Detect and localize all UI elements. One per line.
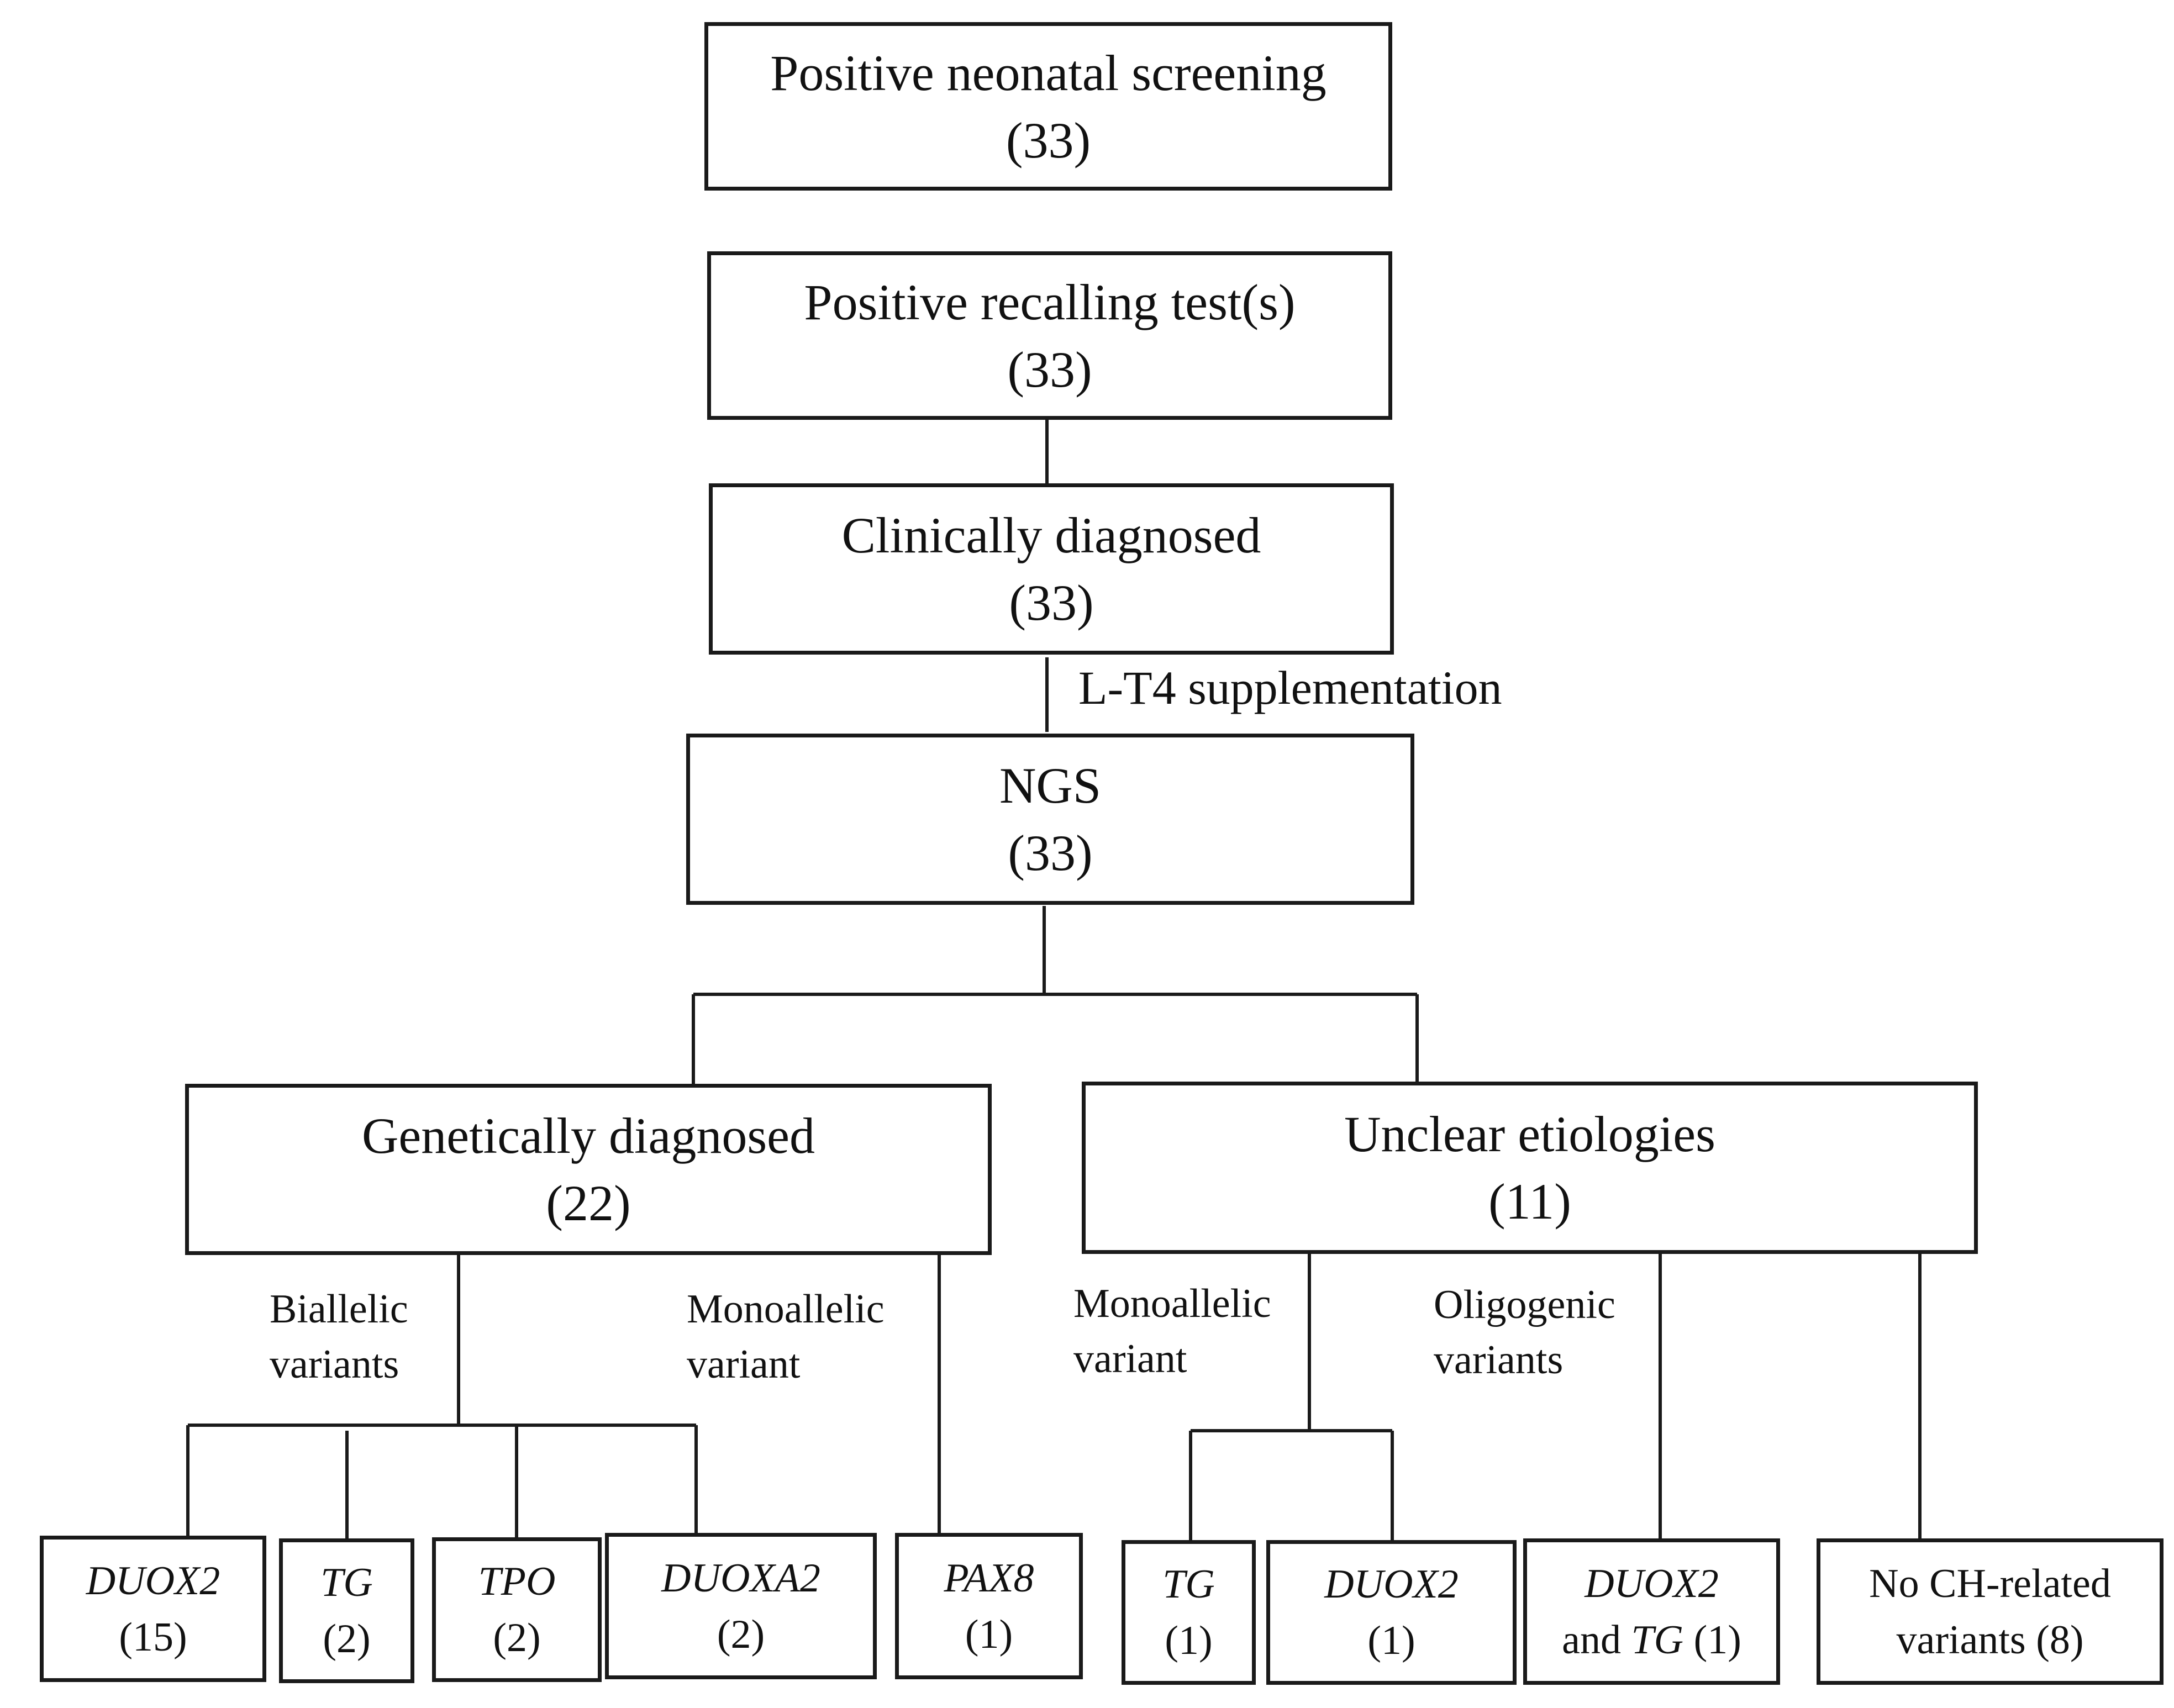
leaf-count: (1) — [1165, 1618, 1213, 1663]
box-count: (33) — [1009, 574, 1094, 631]
box-label: Genetically diagnosed — [361, 1108, 815, 1164]
leaf-count: (2) — [493, 1615, 541, 1660]
box-label: Clinically diagnosed — [841, 507, 1261, 563]
box-label: Positive recalling test(s) — [804, 273, 1296, 330]
leaf-pax8-monoallelic: PAX8 (1) — [895, 1533, 1083, 1679]
leaf-duox2-and-tg-oligogenic: DUOX2 and TG (1) — [1523, 1538, 1780, 1685]
leaf-duox2-monoallelic: DUOX2 (1) — [1266, 1540, 1517, 1685]
label-line: Biallelic — [270, 1287, 408, 1332]
positive-neonatal-screening-box: Positive neonatal screening (33) — [704, 22, 1392, 191]
genetically-diagnosed-box: Genetically diagnosed (22) — [185, 1084, 992, 1255]
leaf-tpo-biallelic: TPO (2) — [432, 1537, 602, 1682]
and-text: and — [1562, 1617, 1631, 1663]
label-line: variants — [270, 1342, 399, 1387]
leaf-tg-monoallelic: TG (1) — [1122, 1540, 1256, 1685]
leaf-count: (2) — [323, 1616, 371, 1662]
leaf-duox2-biallelic: DUOX2 (15) — [40, 1536, 266, 1682]
positive-recalling-test-box: Positive recalling test(s) (33) — [707, 251, 1392, 420]
clinically-diagnosed-box: Clinically diagnosed (33) — [709, 483, 1394, 655]
box-label: NGS — [999, 757, 1102, 814]
lt4-supplementation-label: L-T4 supplementation — [1078, 661, 1502, 714]
label-line: Oligogenic — [1434, 1282, 1615, 1327]
leaf-no-ch-related-variants: No CH-related variants (8) — [1817, 1538, 2164, 1685]
gene-name: TG — [320, 1560, 373, 1605]
label-line: variant — [1073, 1336, 1187, 1382]
box-count: (33) — [1007, 341, 1092, 398]
gene-name: DUOX2 — [86, 1558, 220, 1604]
leaf-duoxa2-biallelic: DUOXA2 (2) — [605, 1533, 877, 1679]
gene-name: DUOX2 — [1585, 1561, 1719, 1606]
gene-name: DUOXA2 — [661, 1555, 820, 1601]
gene-name: TG — [1631, 1617, 1684, 1663]
box-count: (22) — [546, 1175, 631, 1231]
leaf-line-1: No CH-related — [1869, 1561, 2111, 1606]
box-count: (33) — [1008, 825, 1093, 881]
leaf-count: (2) — [717, 1611, 765, 1657]
unclear-etiologies-box: Unclear etiologies (11) — [1082, 1082, 1978, 1254]
ngs-box: NGS (33) — [686, 734, 1414, 905]
gene-name: TG — [1162, 1562, 1215, 1607]
box-count: (11) — [1488, 1173, 1571, 1230]
box-label: Positive neonatal screening — [770, 44, 1326, 101]
label-line: variant — [687, 1342, 801, 1387]
leaf-line-2: and TG (1) — [1562, 1612, 1741, 1668]
label-line: Monoallelic — [1073, 1281, 1271, 1326]
monoallelic-variant-label-genetic: Monoallelic variant — [687, 1282, 885, 1392]
leaf-tg-biallelic: TG (2) — [279, 1538, 414, 1683]
leaf-count: (1) — [1683, 1617, 1741, 1663]
box-count: (33) — [1006, 112, 1091, 168]
biallelic-variants-label: Biallelic variants — [270, 1282, 408, 1392]
oligogenic-variants-label: Oligogenic variants — [1434, 1277, 1615, 1388]
leaf-count: (15) — [119, 1614, 187, 1660]
gene-name: DUOX2 — [1324, 1562, 1459, 1607]
label-line: Monoallelic — [687, 1287, 885, 1332]
label-line: variants — [1434, 1337, 1564, 1383]
monoallelic-variant-label-unclear: Monoallelic variant — [1073, 1276, 1271, 1387]
gene-name: PAX8 — [944, 1555, 1034, 1601]
box-label: Unclear etiologies — [1344, 1106, 1715, 1162]
leaf-count: (1) — [1367, 1618, 1415, 1663]
leaf-count: (1) — [965, 1611, 1013, 1657]
leaf-line-2: variants (8) — [1896, 1617, 2084, 1663]
gene-name: TPO — [478, 1559, 556, 1604]
